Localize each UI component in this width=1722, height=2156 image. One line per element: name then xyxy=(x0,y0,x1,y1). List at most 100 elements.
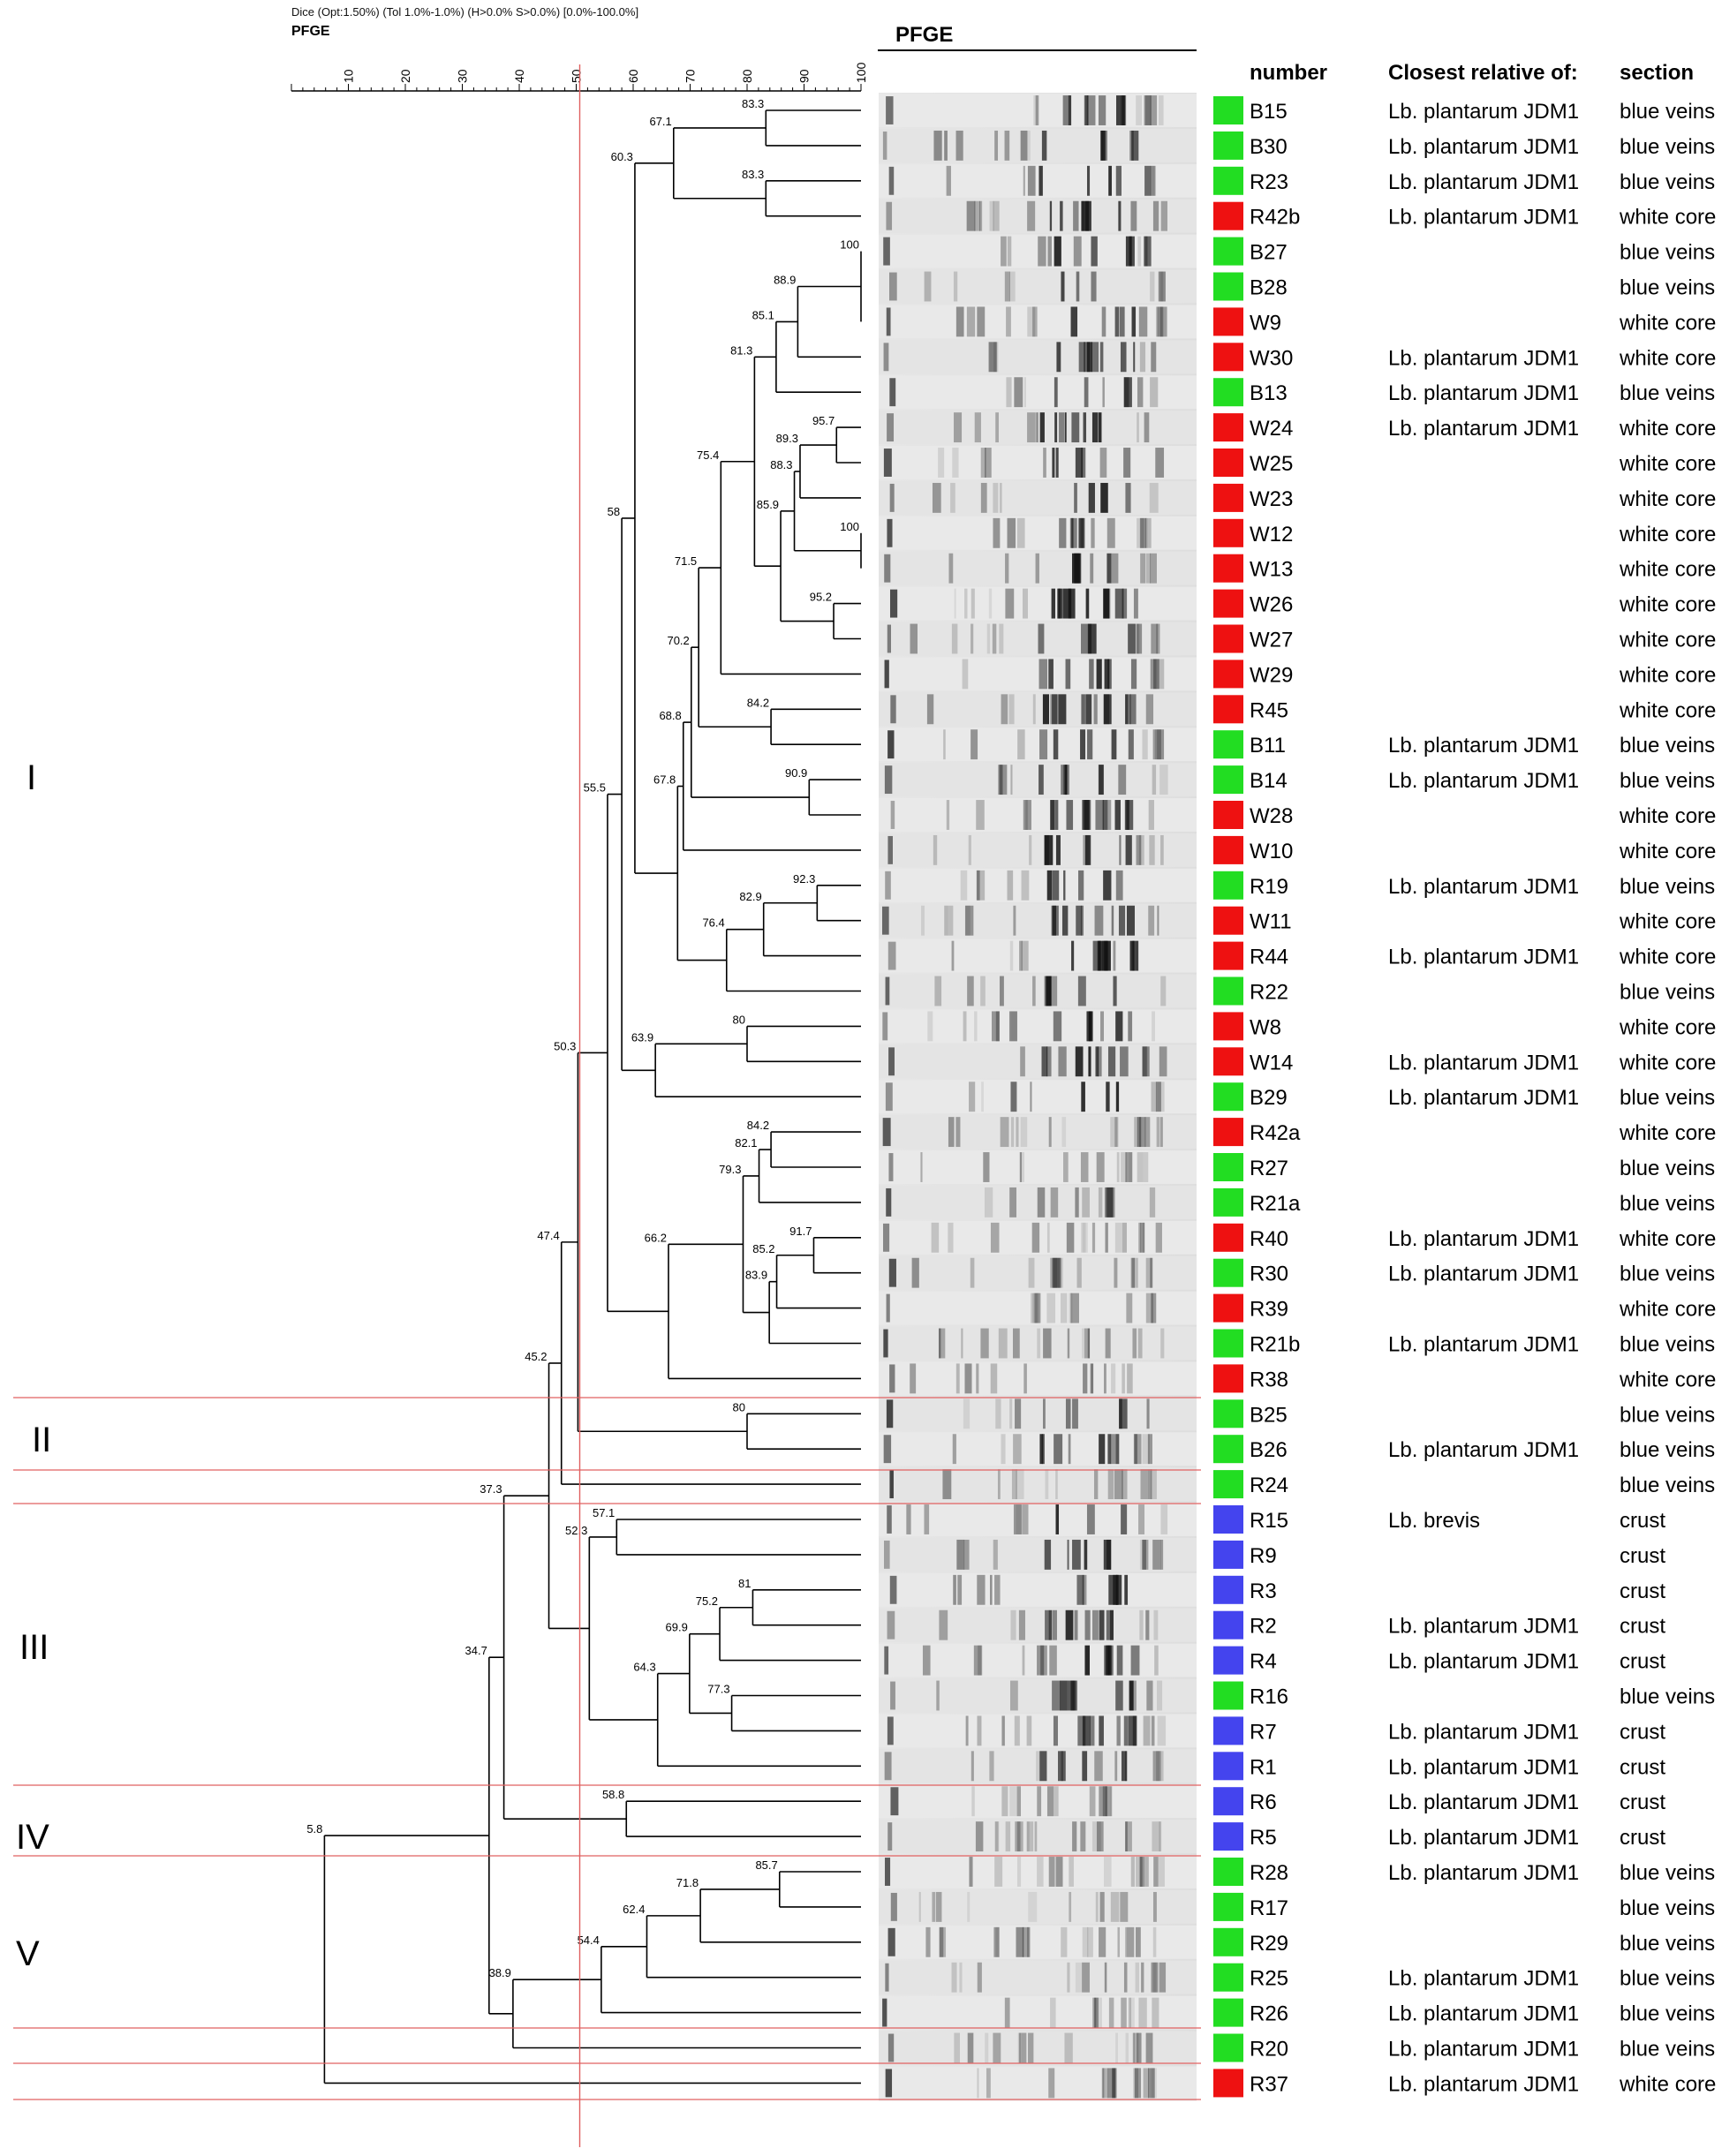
scale-tick-label: 20 xyxy=(398,69,412,83)
node-similarity-label: 100 xyxy=(840,238,859,252)
node-similarity-label: 89.3 xyxy=(776,432,798,445)
scale-tick-label: 80 xyxy=(740,69,754,83)
closest-relative: Lb. plantarum JDM1 xyxy=(1388,170,1579,194)
sample-section: crust xyxy=(1620,1755,1665,1779)
node-similarity-label: 62.4 xyxy=(623,1903,645,1916)
gel-lane xyxy=(879,234,1197,268)
strain-number: R28 xyxy=(1250,1861,1288,1885)
gel-lane xyxy=(879,727,1197,762)
gel-lane xyxy=(879,1115,1197,1150)
gel-lane xyxy=(879,2031,1197,2065)
cluster-label: II xyxy=(32,1421,51,1459)
gel-lane xyxy=(879,1925,1197,1959)
gel-lane xyxy=(879,94,1197,127)
node-similarity-label: 66.2 xyxy=(645,1231,667,1244)
sample-section: white core xyxy=(1619,1051,1716,1074)
section-color-marker xyxy=(1213,96,1243,124)
strain-number: R6 xyxy=(1250,1790,1277,1814)
strain-number: W12 xyxy=(1250,523,1293,547)
sample-section: crust xyxy=(1620,1650,1665,1674)
sample-section: blue veins xyxy=(1620,100,1715,124)
scale-tick-label: 60 xyxy=(626,69,640,83)
gel-lane xyxy=(879,1185,1197,1219)
cluster-label: III xyxy=(19,1628,49,1667)
gel-lane xyxy=(879,1643,1197,1677)
section-color-marker xyxy=(1213,871,1243,900)
node-similarity-label: 80 xyxy=(733,1013,745,1026)
node-similarity-label: 88.3 xyxy=(770,458,792,471)
gel-lane xyxy=(879,1572,1197,1607)
dendrogram-tree: 83.383.367.110088.985.195.789.310088.395… xyxy=(306,97,862,2084)
closest-relative: Lb. plantarum JDM1 xyxy=(1388,1790,1579,1814)
strain-number: R9 xyxy=(1250,1544,1277,1568)
node-similarity-label: 34.7 xyxy=(465,1644,487,1657)
sample-section: blue veins xyxy=(1620,1333,1715,1357)
sample-section: white core xyxy=(1619,311,1716,335)
gel-lane xyxy=(879,551,1197,585)
node-similarity-label: 82.9 xyxy=(739,890,761,903)
gel-lane xyxy=(879,1467,1197,1502)
sample-section: white core xyxy=(1619,910,1716,934)
gel-lane xyxy=(879,833,1197,867)
column-header-section: section xyxy=(1620,61,1694,85)
gel-lane xyxy=(879,763,1197,797)
scale-tick-label: 90 xyxy=(797,69,812,83)
sample-section: blue veins xyxy=(1620,1263,1715,1286)
closest-relative: Lb. plantarum JDM1 xyxy=(1388,1861,1579,1885)
gel-lane xyxy=(879,446,1197,479)
section-color-marker xyxy=(1213,660,1243,689)
section-color-marker xyxy=(1213,695,1243,724)
sample-section: white core xyxy=(1619,698,1716,722)
cluster-label: I xyxy=(26,758,36,797)
node-similarity-label: 67.1 xyxy=(649,115,671,128)
gel-lane xyxy=(879,798,1197,832)
node-similarity-label: 71.8 xyxy=(676,1876,699,1889)
gel-lane xyxy=(879,128,1197,162)
section-color-marker xyxy=(1213,941,1243,970)
strain-number: B26 xyxy=(1250,1438,1288,1462)
gel-lane xyxy=(879,1432,1197,1466)
strain-number: R22 xyxy=(1250,981,1288,1005)
strain-number: B13 xyxy=(1250,381,1288,405)
method-name: PFGE xyxy=(291,24,330,39)
gel-lane xyxy=(879,1820,1197,1854)
strain-number: R44 xyxy=(1250,946,1288,969)
strain-number: W14 xyxy=(1250,1051,1293,1074)
sample-section: blue veins xyxy=(1620,1438,1715,1462)
node-similarity-label: 38.9 xyxy=(489,1966,511,1979)
strain-number: B29 xyxy=(1250,1086,1288,1110)
section-color-marker xyxy=(1213,765,1243,795)
gel-title: PFGE xyxy=(895,23,953,47)
strain-number: W30 xyxy=(1250,346,1293,370)
section-color-marker xyxy=(1213,1012,1243,1041)
section-color-marker xyxy=(1213,1082,1243,1112)
strain-number: R45 xyxy=(1250,698,1288,722)
strain-row: R45 white core xyxy=(1213,695,1716,724)
closest-relative: Lb. plantarum JDM1 xyxy=(1388,2038,1579,2062)
section-color-marker xyxy=(1213,166,1243,195)
sample-section: blue veins xyxy=(1620,381,1715,405)
sample-section: blue veins xyxy=(1620,1896,1715,1920)
sample-section: white core xyxy=(1619,840,1716,863)
closest-relative: Lb. plantarum JDM1 xyxy=(1388,1615,1579,1639)
node-similarity-label: 69.9 xyxy=(666,1621,688,1634)
sample-section: blue veins xyxy=(1620,170,1715,194)
strain-number: W8 xyxy=(1250,1015,1281,1039)
section-color-marker xyxy=(1213,1399,1243,1429)
